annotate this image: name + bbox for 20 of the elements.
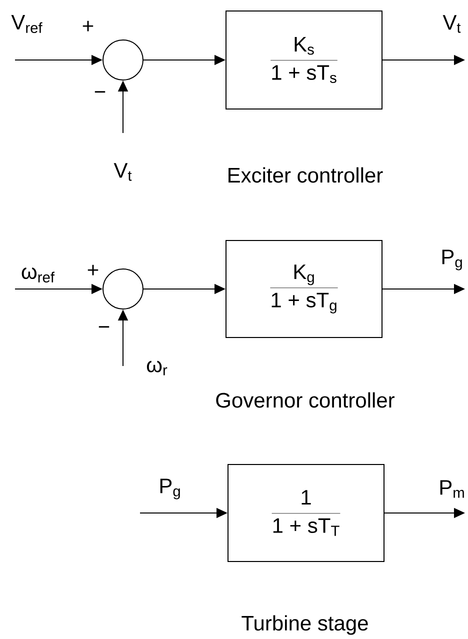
transfer-function-box: K$_{g}$ 1 + sT$_{g}$ [226,240,382,338]
signal-label: V$_{t}$ [442,15,461,33]
summing-junction [102,40,144,80]
signal-label: V$_{ref}$ [11,14,42,34]
sign-label: − [94,91,106,93]
transfer-function-box: 1 1 + sT$_{T}$ [228,464,384,562]
node-label: Exciter controller [228,167,383,183]
signal-label: ω$_{r}$ [146,360,168,376]
sign-label: − [98,326,110,328]
transfer-function-box: K$_{s}$ 1 + sT$_{s}$ [226,10,382,110]
summing-junction [102,268,144,310]
node-label: Turbine stage [242,615,368,635]
signal-label: P$_{m}$ [440,480,464,498]
node-label: Governor controller [216,392,394,408]
signal-label: P$_{g}$ [442,250,462,270]
sign-label: + [82,20,94,32]
signal-label: P$_{g}$ [160,478,180,500]
sign-label: + [88,264,98,276]
signal-label: V$_{t}$ [114,163,132,181]
signal-label: ω$_{ref}$ [22,268,55,282]
